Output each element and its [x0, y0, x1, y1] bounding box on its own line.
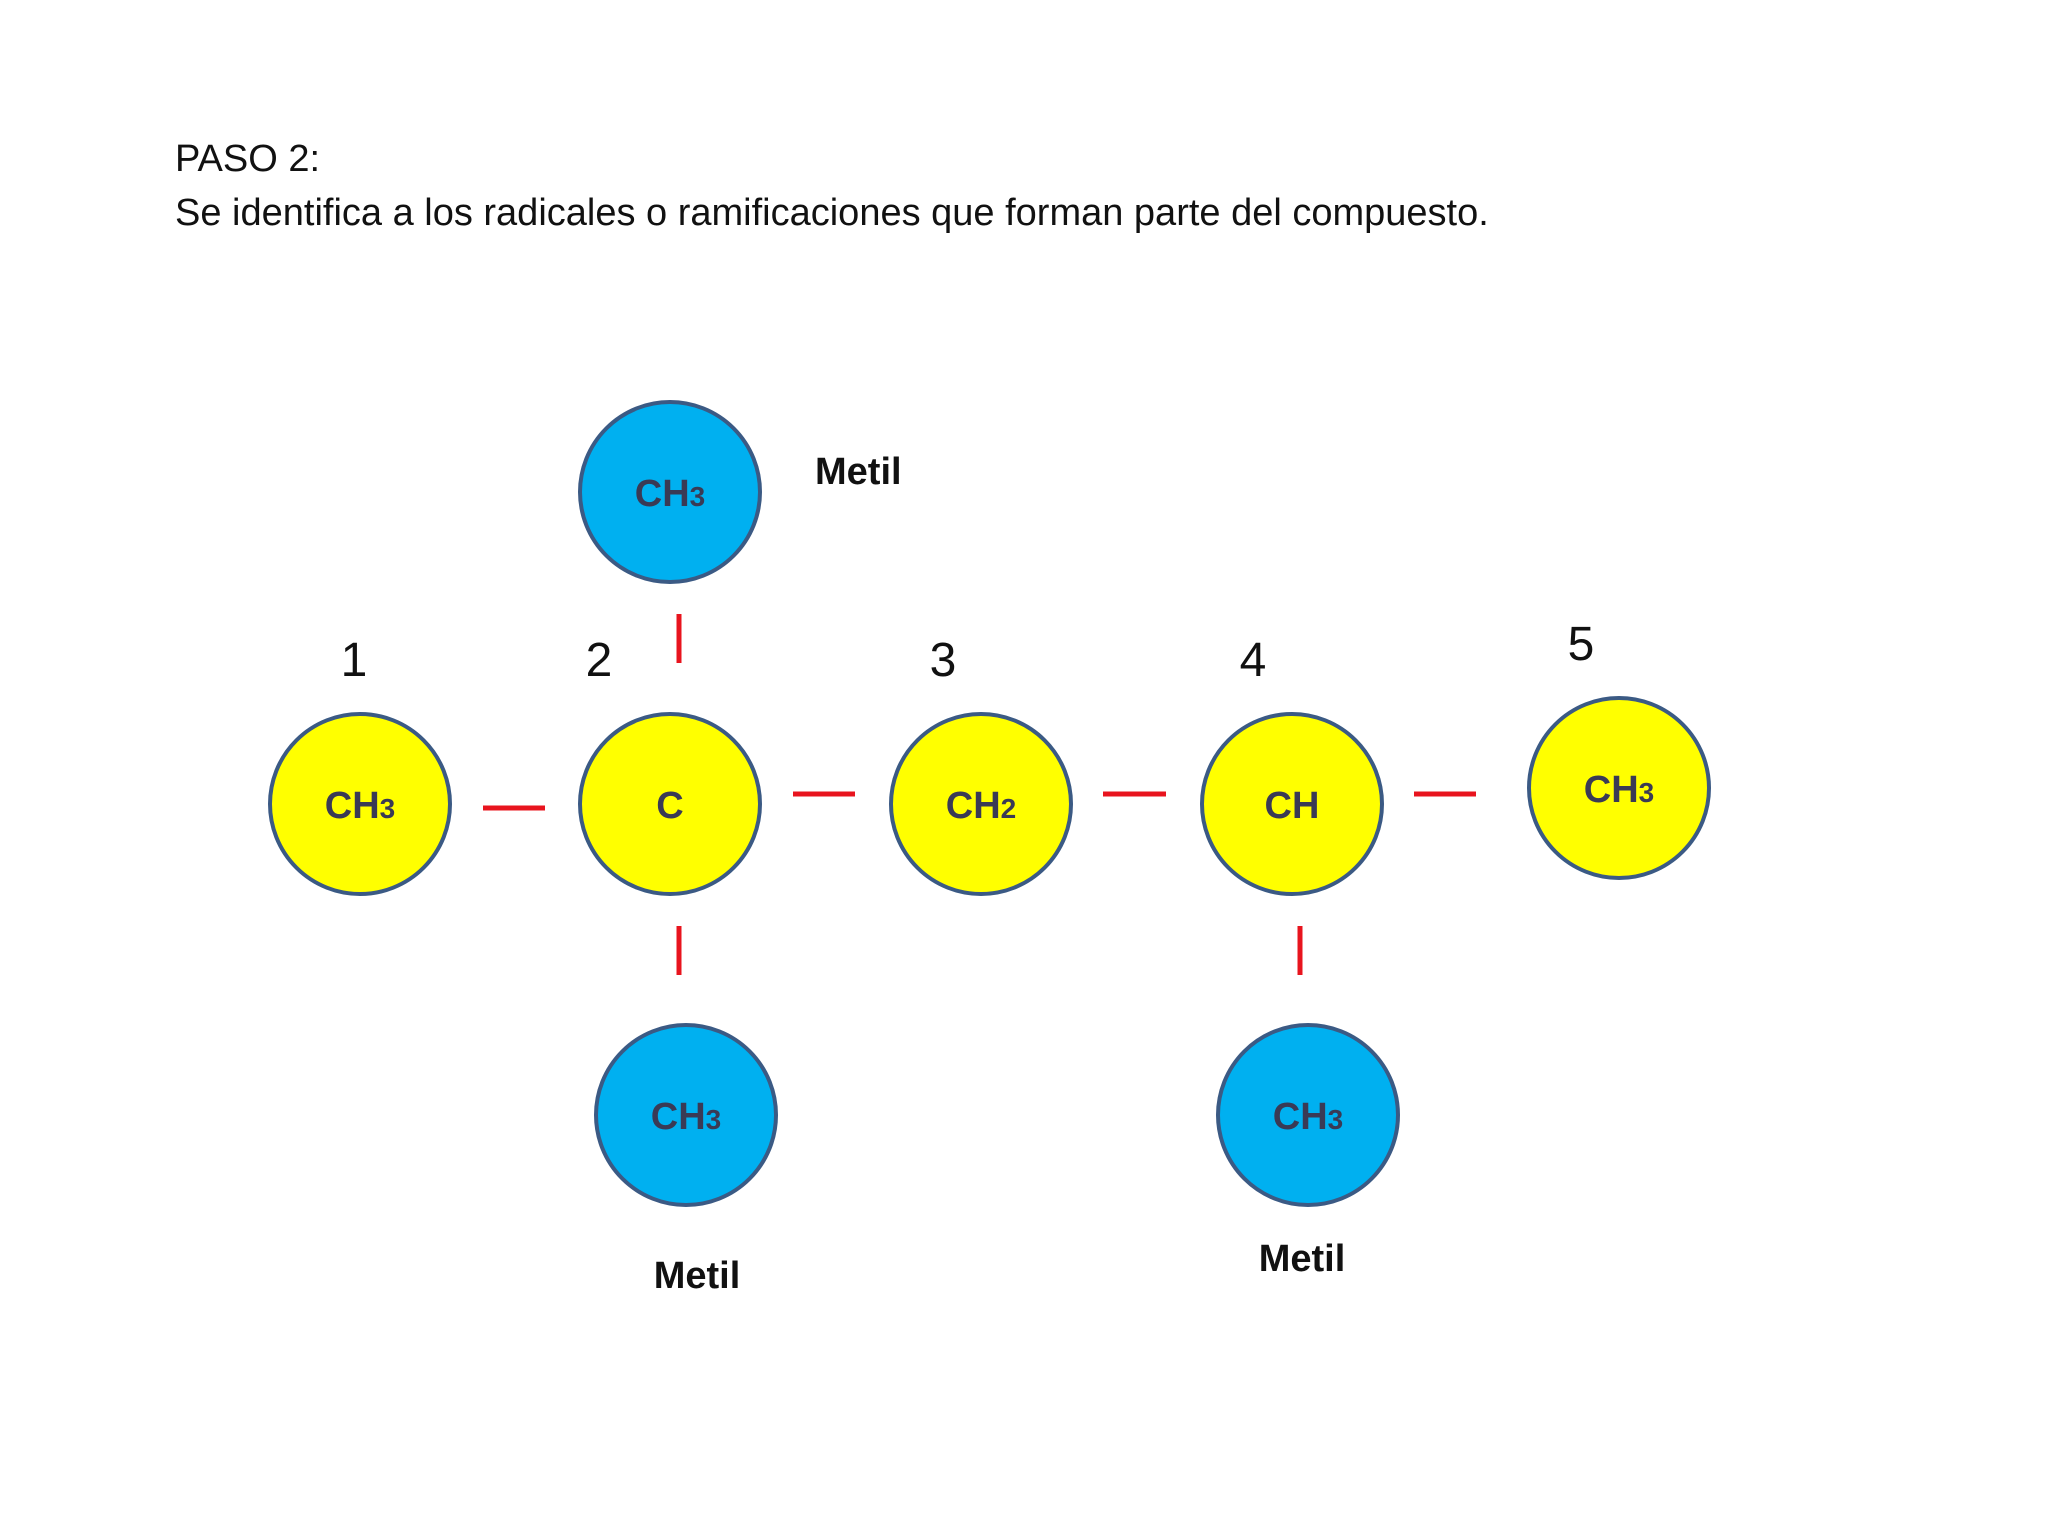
- branch-label-top-2: Metil: [815, 451, 902, 493]
- carbon-number-4: 4: [1240, 634, 1267, 687]
- branch-label-bottom-2: Metil: [654, 1255, 741, 1297]
- chain-atom-4: CH: [1200, 712, 1384, 896]
- branch-atom-bottom-2: CH3: [594, 1023, 778, 1207]
- carbon-number-1: 1: [341, 634, 368, 687]
- carbon-number-2: 2: [586, 634, 613, 687]
- chain-atom-5-label: CH3: [1584, 769, 1654, 811]
- chain-atom-4-circle: [1200, 712, 1384, 896]
- chain-atom-3-circle: [889, 712, 1073, 896]
- chain-atom-2-label: C: [656, 785, 683, 827]
- step-title: PASO 2:: [175, 138, 321, 180]
- chain-atom-1: CH3: [268, 712, 452, 896]
- branch-atom-top-2-label: CH3: [635, 473, 705, 515]
- chain-atom-2: C: [578, 712, 762, 896]
- carbon-number-5: 5: [1568, 618, 1595, 671]
- branch-label-bottom-4: Metil: [1259, 1238, 1346, 1280]
- carbon-number-3: 3: [930, 634, 957, 687]
- branch-atom-top-2: CH3: [578, 400, 762, 584]
- chain-atom-5: CH3: [1527, 696, 1711, 880]
- branch-atom-bottom-4: CH3: [1216, 1023, 1400, 1207]
- chain-atom-2-circle: [578, 712, 762, 896]
- header: PASO 2: Se identifica a los radicales o …: [175, 132, 1489, 240]
- chain-atom-1-label: CH3: [325, 785, 395, 827]
- branch-atom-bottom-2-circle: [594, 1023, 778, 1207]
- chain-atom-4-label: CH: [1265, 785, 1320, 827]
- chain-atom-5-circle: [1527, 696, 1711, 880]
- chain-atom-3-label: CH2: [946, 785, 1016, 827]
- branch-atom-bottom-4-circle: [1216, 1023, 1400, 1207]
- branch-atom-bottom-2-label: CH3: [651, 1096, 721, 1138]
- step-description: Se identifica a los radicales o ramifica…: [175, 192, 1489, 234]
- chain-atom-3: CH2: [889, 712, 1073, 896]
- branch-atom-bottom-4-label: CH3: [1273, 1096, 1343, 1138]
- chain-atom-1-circle: [268, 712, 452, 896]
- branch-atom-top-2-circle: [578, 400, 762, 584]
